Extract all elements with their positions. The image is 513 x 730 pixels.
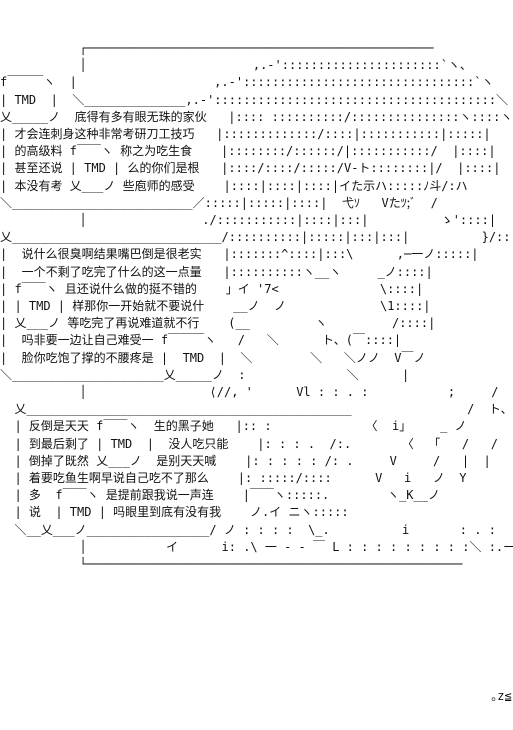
art-line-15: | f￣￣ヽ 且还说什么做的挺不错的 」イ '7< \::::| <box>0 281 424 296</box>
art-line-24: | 到最后剩了 | TMD | 没人吃只能 |: : : . /:. 〈 「 /… <box>0 436 499 451</box>
art-line-28: | 说 | TMD | 吗眼里到底有没有我 ノ.イ ニヽ::::: <box>0 505 349 520</box>
art-line-17: | 乂___ノ 等吃完了再说难道就不行 (__ ヽ /::::| <box>0 316 436 331</box>
art-line-10: ＼_________________________／:::::|:::::|:… <box>0 195 438 210</box>
art-line-3: f￣￣￣ヽ | ,.-'::::::::::::::::::::::::::::… <box>0 75 494 90</box>
art-line-16: | | TMD | 样那你一开始就不要说什 __ノ ノ \1::::| <box>0 299 431 313</box>
art-line-9: | 本没有考 乂___ノ 些庖师的感受 |::::|::::|::::|イた示ハ… <box>0 178 468 193</box>
art-line-14: | 一个不剩了吃完了什么的这一点量 |::::::::::ヽ__ヽ _ノ::::… <box>0 264 433 279</box>
art-line-4: | TMD | ＼______________,.-':::::::::::::… <box>0 92 509 107</box>
art-line-6: | 才会连刺身这种非常考研刀工技巧 |:::::::::::::/::::|::… <box>0 127 491 141</box>
art-line-31: └───────────────────────────────────────… <box>0 557 463 571</box>
art-line-25: | 倒掉了既然 乂___ノ 是别天天喊 |: : : : : /: . V / … <box>0 453 491 468</box>
art-line-22: 乂_______________________________________… <box>0 402 513 417</box>
art-line-23: | 反倒是天天 f￣￣ヽ 生的黑子她 |:: : 〈 i」 _ ノ <box>0 419 467 434</box>
art-line-12: 乂_____________________________/:::::::::… <box>0 230 513 245</box>
art-line-21: │ ⟨//, ' Vl : : . : ; / <box>0 385 499 399</box>
footer-mark-2: ｡z≦ <box>0 689 512 703</box>
art-line-8: | 甚至还说 | TMD | 么的你们是根 |::::/::::/:::::/V… <box>0 161 501 176</box>
art-line-7: | 的高级料 f￣￣ヽ 称之为吃生食 |::::::::/::::::/|:::… <box>0 144 496 159</box>
art-line-2: │ ,.-'::::::::::::::::::::::`ヽ、 <box>0 58 472 73</box>
footer-mark-1: ｡z≦´ <box>0 669 513 683</box>
art-line-5: 乂_____ノ 底得有多有眼无珠的家伙 |:::: ::::::::::/:::… <box>0 109 513 124</box>
art-line-20: ＼_____________________乂_____ノ : ＼ | <box>0 367 410 382</box>
art-line-11: │ ./:::::::::::|::::|:::| ゝ'::::| <box>0 213 497 227</box>
art-line-18: | 吗非要一边让自己难受一 f￣￣￣ヽ / ＼ ト、(￣::::| <box>0 333 402 348</box>
art-line-13: | 说什么很臭啊结果嘴巴倒是很老实 |:::::::^::::|:::\ ,─一… <box>0 247 479 262</box>
art-line-19: | 脸你吃饱了撑的不腰疼是 | TMD | ＼ ＼ ＼ノノ V￣ノ <box>0 350 426 365</box>
art-line-30: │ イ i: .\ 一 - - ￣ L : : : : : : : : :＼ :… <box>0 539 513 554</box>
art-line-1: ┌───────────────────────────────────────… <box>0 41 434 55</box>
art-line-29: ＼__乂___ノ_________________/ ノ : : : : \_.… <box>0 522 496 537</box>
art-line-26: | 着要吃鱼生啊早说自己吃不了那么 |: :::::/:::: V i ノ Y <box>0 471 467 485</box>
art-line-27: | 多 f￣￣ヽ 是提前跟我说一声连 |￣￣ヽ:::::. ヽ_K__ノ <box>0 488 440 503</box>
